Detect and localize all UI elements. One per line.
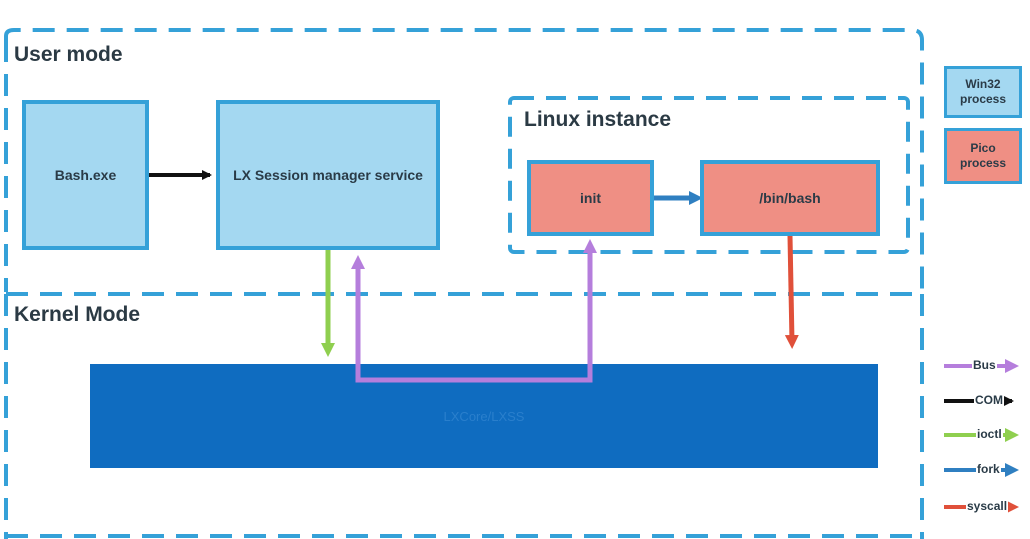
bash-exe-label: Bash.exe: [54, 167, 117, 183]
legend-pico-box: Pico process: [944, 128, 1022, 184]
legend-com-label: COM: [974, 393, 1004, 409]
legend-bus-label: Bus: [972, 358, 997, 374]
session-manager-label: LX Session manager service: [233, 167, 423, 183]
linux-instance-border: [508, 96, 910, 254]
kernel-mode-label: Kernel Mode: [14, 303, 141, 326]
legend-fork-label: fork: [976, 462, 1001, 478]
session-manager-box: LX Session manager service: [216, 100, 440, 250]
legend-win32-label: Win32 process: [959, 77, 1007, 106]
user-mode-label: User mode: [14, 43, 123, 66]
init-label: init: [580, 190, 601, 206]
legend-syscall-label: syscall: [966, 499, 1009, 515]
linux-instance-label: Linux instance: [524, 108, 672, 131]
lxcore-label: LXCore/LXSS: [443, 408, 525, 424]
legend-pico-label: Pico process: [959, 141, 1007, 170]
bin-bash-label: /bin/bash: [759, 190, 821, 206]
init-box: init: [527, 160, 654, 236]
bus-path: [355, 252, 593, 383]
bin-bash-box: /bin/bash: [700, 160, 880, 236]
user-mode-border: [4, 28, 924, 292]
syscall-arrow: [784, 235, 799, 349]
legend-ioctl-label: ioctl: [976, 427, 1003, 443]
legend-win32-box: Win32 process: [944, 66, 1022, 118]
bash-exe-box: Bash.exe: [22, 100, 149, 250]
